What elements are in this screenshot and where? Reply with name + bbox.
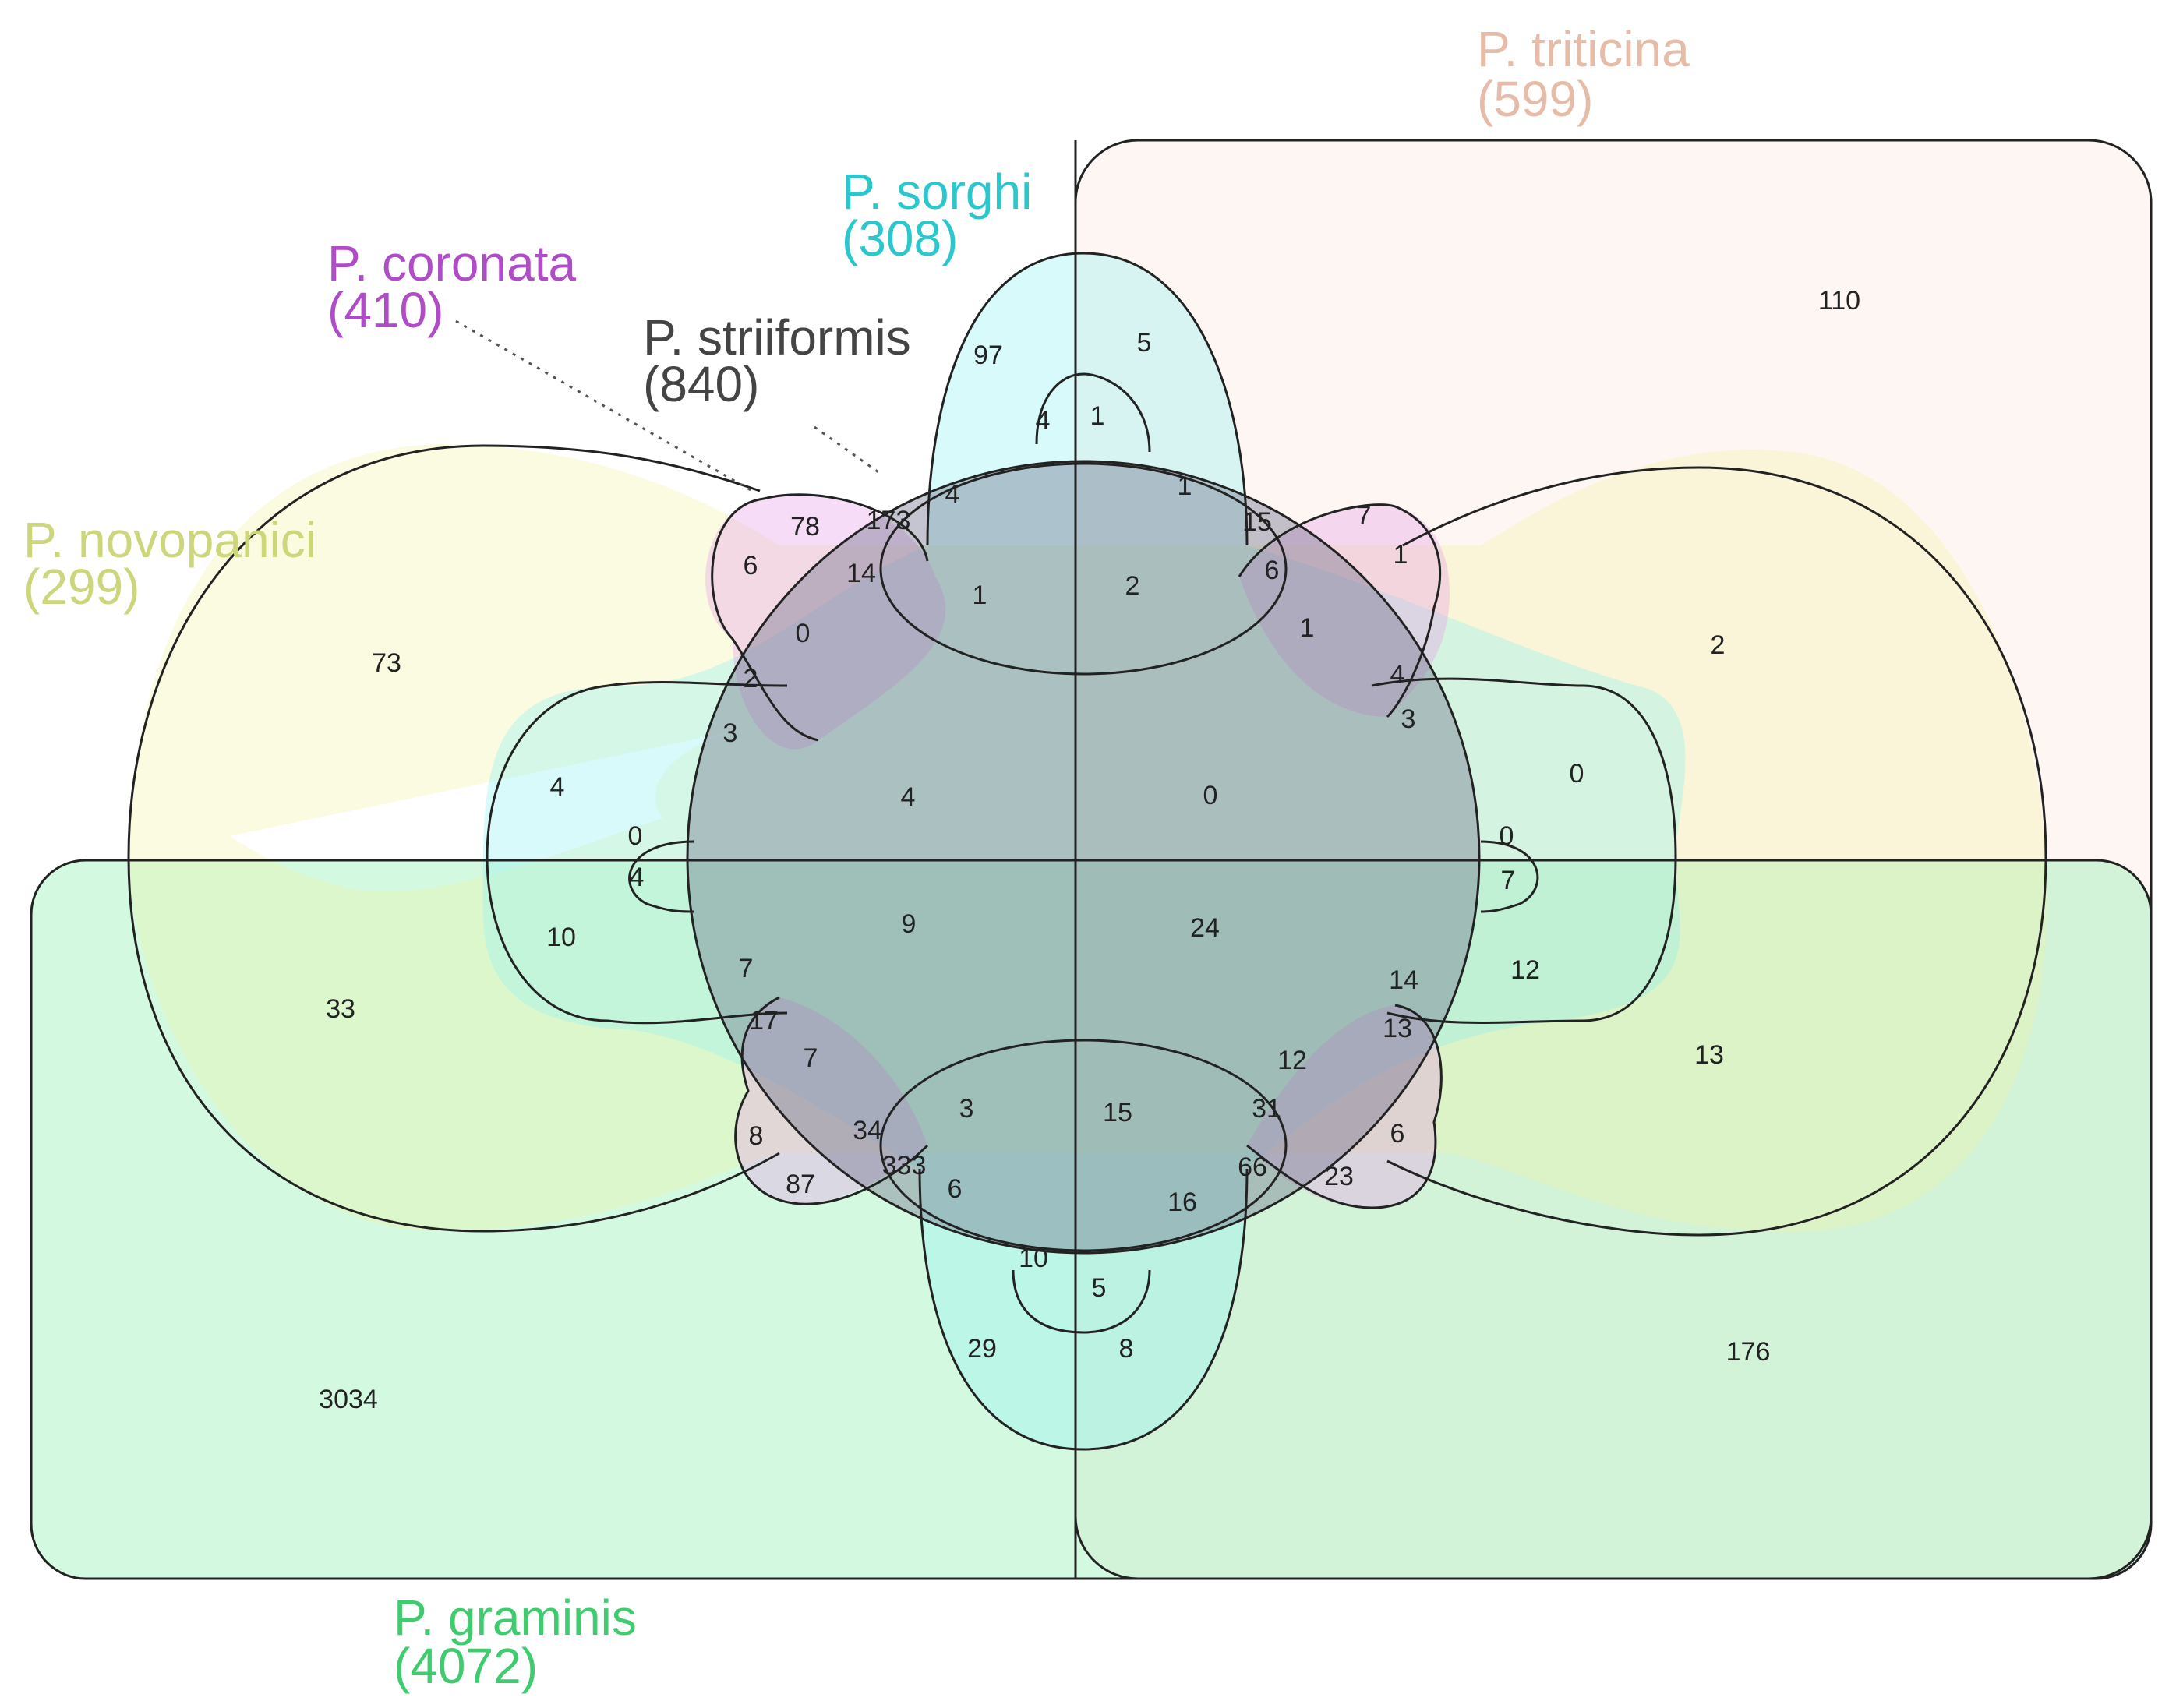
region-count: 33 [326,994,355,1024]
region-count: 5 [1137,328,1152,358]
outline-novopanici [127,444,2047,1237]
region-count: 13 [1694,1040,1724,1070]
region-count: 4 [945,480,960,510]
region-count: 15 [1103,1098,1132,1127]
region-count: 110 [1818,286,1860,316]
outline-inner-bottom [879,1039,1288,1252]
region-count: 78 [790,512,820,542]
region-count: 31 [1252,1094,1281,1124]
region-count: 9 [902,909,917,939]
region-count: 6 [948,1174,963,1204]
region-count: 0 [1500,821,1514,851]
region-count: 1 [1178,471,1192,501]
region-count: 1 [1090,401,1105,431]
set-shape-striiformis [687,461,1479,1253]
region-count: 4 [901,782,916,812]
set-label-striiformis: P. striiformis(840) [643,309,911,412]
region-count: 12 [1510,955,1540,985]
region-count: 29 [967,1334,997,1364]
region-count: 17 [749,1006,779,1036]
region-count: 2 [1711,630,1726,660]
region-count: 3 [1401,704,1416,734]
region-count: 13 [1383,1014,1412,1043]
set-label-graminis: P. graminis(4072) [394,1590,637,1694]
region-count: 15 [1242,507,1272,537]
region-count: 3 [723,718,738,748]
region-count: 2 [1125,571,1140,601]
region-count: 1 [973,581,987,610]
outline-coronata [711,493,1443,1209]
set-shape-novopanici [128,444,2047,1232]
outline-striiformis [686,460,1481,1255]
region-count: 1 [1300,613,1315,643]
set-shape-sorghi [482,253,1686,1449]
region-count: 97 [973,341,1003,370]
region-count: 10 [1019,1244,1048,1273]
region-count: 66 [1238,1152,1267,1182]
region-count: 23 [1324,1162,1354,1191]
outline-inner-lobes [628,372,1539,1334]
region-count: 16 [1167,1187,1197,1217]
set-label-triticina: P. triticina(599) [1477,21,1690,127]
region-count: 34 [853,1116,882,1145]
region-count: 8 [749,1121,764,1151]
region-count: 87 [786,1170,815,1199]
region-count: 4 [1390,660,1405,690]
set-label-novopanici: P. novopanici(299) [23,512,316,615]
region-count: 0 [1203,781,1218,810]
region-count: 8 [1119,1334,1134,1364]
region-count: 176 [1726,1337,1771,1367]
region-count: 3034 [319,1385,378,1414]
region-count: 3 [959,1094,974,1124]
set-shape-coronata [705,496,1450,1208]
region-count: 173 [867,506,911,535]
leader-striiformis [814,425,881,475]
outline-sorghi [486,252,1677,1451]
region-count: 7 [1357,501,1372,531]
region-count: 6 [1265,556,1280,585]
region-count: 0 [628,821,643,851]
region-count: 5 [1092,1273,1107,1303]
region-count: 0 [1570,759,1584,789]
region-count: 4 [1036,406,1051,436]
set-label-coronata: P. coronata(410) [327,235,576,338]
region-count: 6 [1390,1119,1405,1149]
set-label-sorghi: P. sorghi(308) [842,164,1032,266]
region-count: 4 [550,772,565,802]
region-count: 4 [630,863,645,892]
region-count: 7 [739,954,754,983]
region-count: 6 [744,551,758,581]
region-count: 7 [804,1043,818,1073]
region-count: 7 [1501,866,1516,895]
region-count: 2 [744,664,758,693]
region-count: 73 [372,648,401,678]
region-count: 14 [846,559,876,588]
leader-coronata [455,319,753,492]
set-shape-graminis [31,860,2151,1579]
region-count: 12 [1277,1046,1307,1075]
outline-inner-top [879,462,1288,676]
region-count: 14 [1389,965,1418,995]
region-count: 0 [796,619,811,648]
region-count: 1 [1394,540,1408,570]
region-count: 333 [882,1151,927,1180]
region-count: 10 [546,923,576,952]
region-count: 24 [1190,913,1220,943]
